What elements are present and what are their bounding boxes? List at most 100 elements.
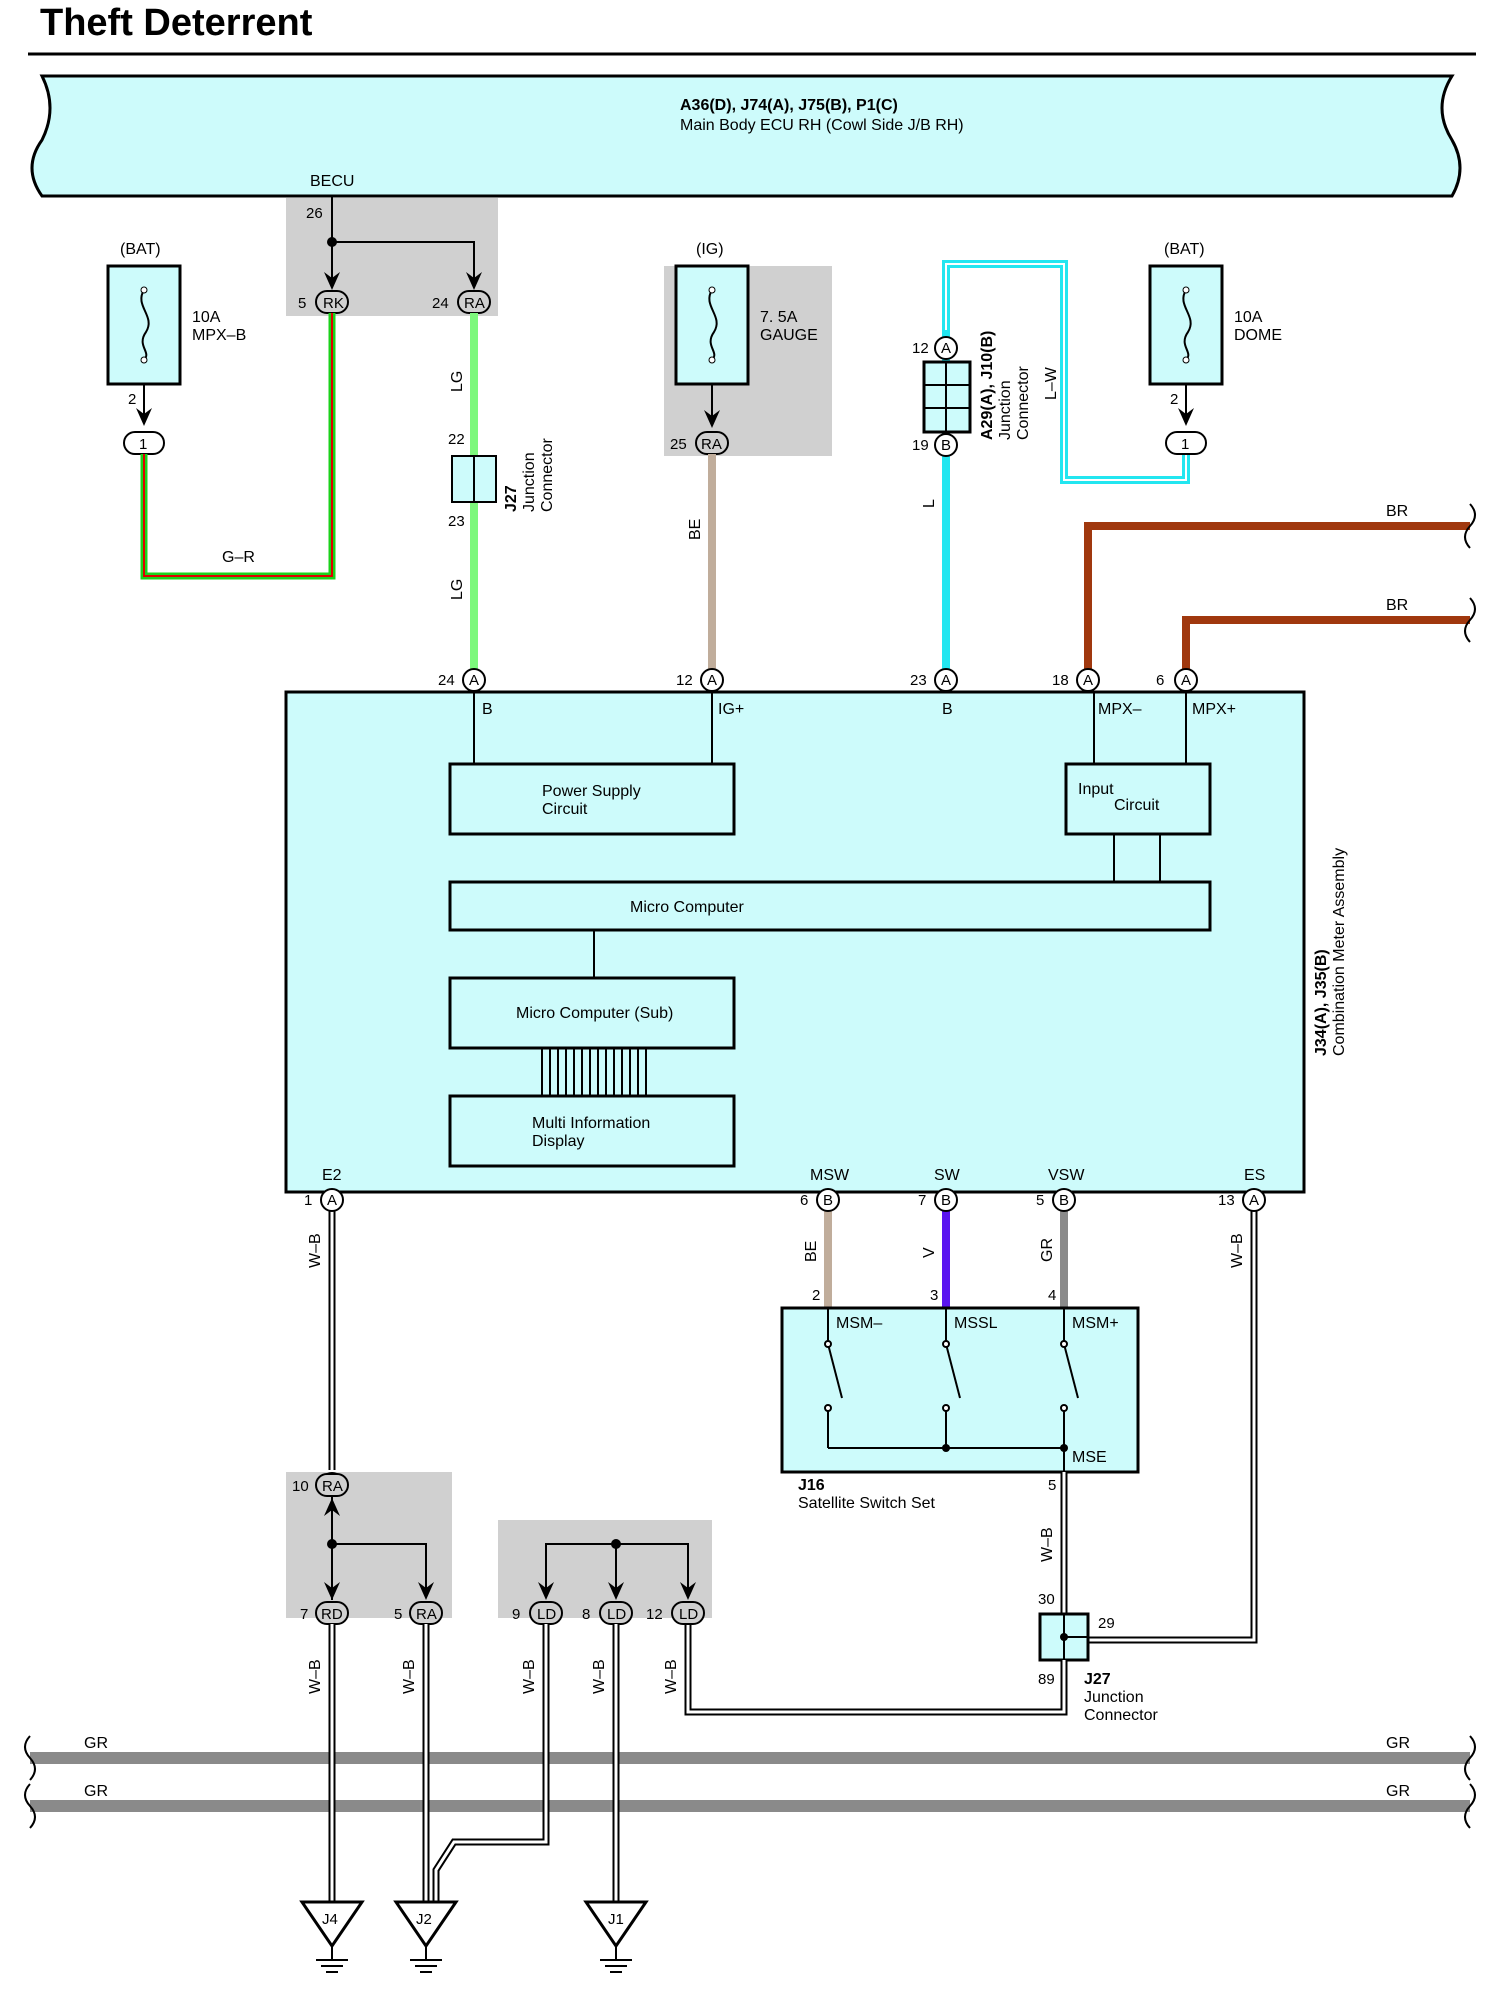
svg-text:2: 2 xyxy=(812,1287,820,1304)
svg-text:W–B: W–B xyxy=(591,1659,608,1694)
svg-text:W–B: W–B xyxy=(401,1659,418,1694)
svg-text:J27: J27 xyxy=(503,485,520,512)
fuse-gauge: (IG) 7. 5A GAUGE RA 25 xyxy=(670,241,818,455)
svg-text:A: A xyxy=(327,1192,337,1209)
svg-text:A: A xyxy=(1083,672,1093,689)
svg-text:J2: J2 xyxy=(416,1911,432,1928)
ra-connector: RA 24 xyxy=(432,290,491,314)
svg-text:RA: RA xyxy=(322,1478,343,1495)
svg-text:Micro Computer (Sub): Micro Computer (Sub) xyxy=(516,1005,673,1022)
svg-text:MPX–B: MPX–B xyxy=(192,327,246,344)
svg-text:19: 19 xyxy=(912,437,929,454)
svg-text:MSM+: MSM+ xyxy=(1072,1315,1119,1332)
svg-text:GR: GR xyxy=(84,1735,108,1752)
svg-text:GR: GR xyxy=(1386,1783,1410,1800)
svg-text:MSE: MSE xyxy=(1072,1449,1107,1466)
svg-text:(IG): (IG) xyxy=(696,241,724,258)
svg-text:MSSL: MSSL xyxy=(954,1315,998,1332)
svg-text:1: 1 xyxy=(139,436,147,453)
svg-text:J16: J16 xyxy=(798,1477,825,1494)
svg-text:RA: RA xyxy=(464,295,485,312)
svg-text:Multi Information: Multi Information xyxy=(532,1115,650,1132)
svg-text:LG: LG xyxy=(449,371,466,392)
svg-text:W–B: W–B xyxy=(521,1659,538,1694)
svg-text:RD: RD xyxy=(321,1606,343,1623)
svg-text:MSM–: MSM– xyxy=(836,1315,882,1332)
svg-text:1: 1 xyxy=(1181,436,1189,453)
j27-junction-connector-bottom: 30 29 89 J27 Junction Connector xyxy=(1038,1591,1158,1724)
svg-text:26: 26 xyxy=(306,205,323,222)
svg-text:BR: BR xyxy=(1386,597,1408,614)
svg-text:12: 12 xyxy=(912,340,929,357)
svg-text:Junction: Junction xyxy=(521,452,538,512)
svg-text:A: A xyxy=(1249,1192,1259,1209)
svg-text:E2: E2 xyxy=(322,1167,342,1184)
svg-text:23: 23 xyxy=(448,513,465,530)
svg-text:LG: LG xyxy=(449,579,466,600)
svg-text:Input: Input xyxy=(1078,781,1114,798)
svg-text:W–B: W–B xyxy=(307,1659,324,1694)
svg-text:SW: SW xyxy=(934,1167,961,1184)
svg-text:7: 7 xyxy=(300,1606,308,1623)
svg-text:2: 2 xyxy=(128,391,136,408)
svg-text:Connector: Connector xyxy=(1084,1707,1158,1724)
ecu-connectors: A36(D), J74(A), J75(B), P1(C) xyxy=(680,97,898,114)
svg-text:Junction: Junction xyxy=(997,380,1014,440)
svg-text:A: A xyxy=(1181,672,1191,689)
svg-text:6: 6 xyxy=(800,1192,808,1209)
ground-j4: J4 xyxy=(299,1900,365,1973)
svg-text:LD: LD xyxy=(679,1606,698,1623)
svg-text:W–B: W–B xyxy=(1229,1233,1246,1268)
svg-text:B: B xyxy=(482,701,493,718)
svg-text:5: 5 xyxy=(1048,1477,1056,1494)
svg-text:VSW: VSW xyxy=(1048,1167,1085,1184)
svg-text:10A: 10A xyxy=(192,309,221,326)
svg-text:Micro Computer: Micro Computer xyxy=(630,899,744,916)
svg-text:5: 5 xyxy=(1036,1192,1044,1209)
svg-text:V: V xyxy=(921,1247,938,1258)
svg-text:A: A xyxy=(941,340,951,357)
svg-text:B: B xyxy=(942,701,953,718)
svg-text:W–B: W–B xyxy=(663,1659,680,1694)
meter-top-pins xyxy=(462,668,1198,692)
svg-text:3: 3 xyxy=(930,1287,938,1304)
ecu-name: Main Body ECU RH (Cowl Side J/B RH) xyxy=(680,117,964,134)
svg-text:Combination Meter Assembly: Combination Meter Assembly xyxy=(1331,848,1348,1056)
svg-text:RK: RK xyxy=(323,295,344,312)
svg-text:18: 18 xyxy=(1052,672,1069,689)
svg-text:13: 13 xyxy=(1218,1192,1235,1209)
svg-text:(BAT): (BAT) xyxy=(1164,241,1205,258)
svg-text:A29(A), J10(B): A29(A), J10(B) xyxy=(979,331,996,440)
svg-text:Junction: Junction xyxy=(1084,1689,1144,1706)
svg-text:22: 22 xyxy=(448,431,465,448)
svg-text:J34(A), J35(B): J34(A), J35(B) xyxy=(1313,949,1330,1056)
svg-text:Connector: Connector xyxy=(539,438,556,512)
svg-text:LD: LD xyxy=(607,1606,626,1623)
becu-label: BECU xyxy=(310,173,354,190)
svg-text:4: 4 xyxy=(1048,1287,1056,1304)
svg-text:MPX–: MPX– xyxy=(1098,701,1142,718)
svg-text:Circuit: Circuit xyxy=(1114,797,1160,814)
svg-text:8: 8 xyxy=(582,1606,590,1623)
svg-text:Connector: Connector xyxy=(1015,366,1032,440)
svg-text:7: 7 xyxy=(918,1192,926,1209)
rk-connector: RK 5 xyxy=(298,290,349,314)
svg-text:10A: 10A xyxy=(1234,309,1263,326)
ground-j2: J2 xyxy=(393,1900,459,1973)
svg-text:BE: BE xyxy=(803,1241,820,1262)
svg-text:BR: BR xyxy=(1386,503,1408,520)
svg-text:IG+: IG+ xyxy=(718,701,744,718)
svg-text:(BAT): (BAT) xyxy=(120,241,161,258)
svg-text:B: B xyxy=(823,1192,833,1209)
svg-text:29: 29 xyxy=(1098,1615,1115,1632)
svg-text:9: 9 xyxy=(512,1606,520,1623)
svg-text:W–B: W–B xyxy=(1039,1527,1056,1562)
svg-text:A: A xyxy=(941,672,951,689)
svg-text:GR: GR xyxy=(84,1783,108,1800)
svg-text:BE: BE xyxy=(687,519,704,540)
svg-text:J27: J27 xyxy=(1084,1671,1111,1688)
svg-text:RA: RA xyxy=(416,1606,437,1623)
svg-text:B: B xyxy=(941,1192,951,1209)
svg-text:GR: GR xyxy=(1039,1238,1056,1262)
